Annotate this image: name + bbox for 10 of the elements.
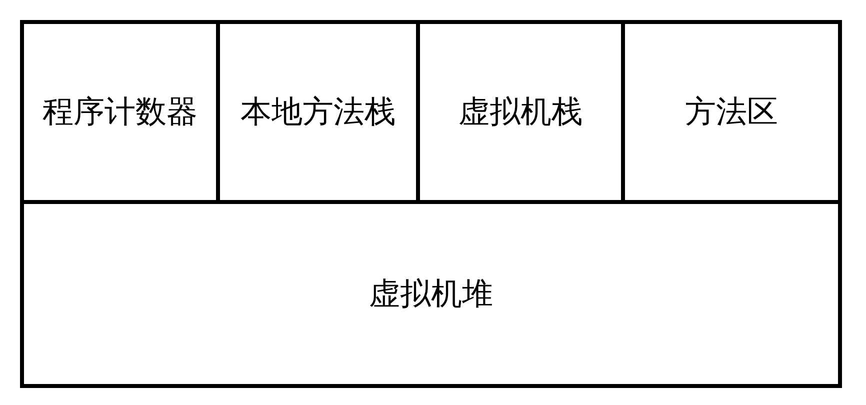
- area-label: 虚拟机堆: [369, 275, 493, 314]
- area-label: 虚拟机栈: [458, 93, 582, 132]
- memory-area-box: [22, 22, 218, 202]
- area-label: 方法区: [685, 93, 778, 132]
- memory-area-box: [218, 22, 418, 202]
- area-label: 本地方法栈: [240, 93, 396, 132]
- area-label: 程序计数器: [42, 93, 198, 132]
- memory-area-box: [418, 22, 623, 202]
- memory-area-box: [22, 202, 840, 386]
- memory-area-box: [623, 22, 840, 202]
